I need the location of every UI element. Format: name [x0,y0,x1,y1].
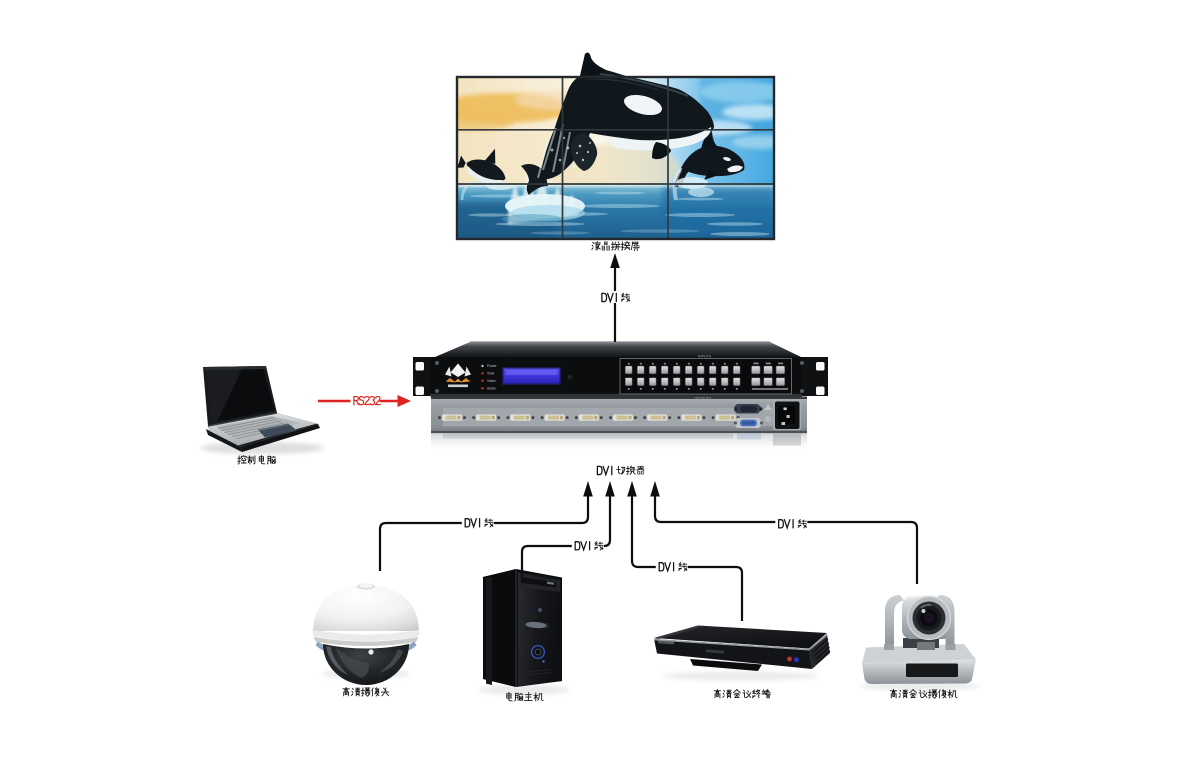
svg-text:Audio: Audio [487,386,496,390]
svg-text:Power: Power [487,364,497,368]
svg-text:Video: Video [487,379,496,383]
svg-text:INPUTS: INPUTS [698,355,712,359]
svg-text:VGA: VGA [487,372,495,376]
svg-text:OUTPUTS: OUTPUTS [694,397,712,401]
